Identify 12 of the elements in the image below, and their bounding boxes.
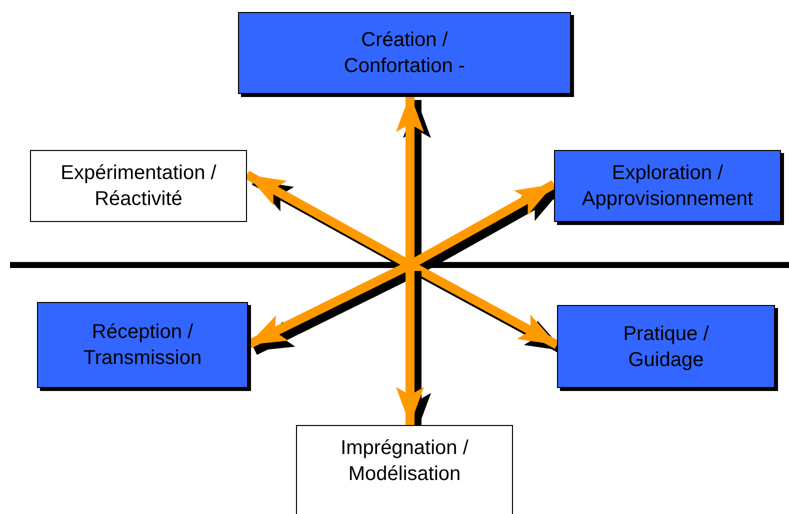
text-box	[238, 12, 571, 94]
box-label: Pratique / Guidage	[622, 322, 710, 372]
box-label: Exploration / Approvisionnement	[580, 161, 754, 212]
text-box	[296, 425, 513, 514]
text-box	[554, 150, 781, 222]
box-label: Imprégnation / Modélisation	[340, 436, 470, 487]
text-box	[557, 305, 775, 388]
box-label: Expérimentation / Réactivité	[60, 161, 218, 212]
text-box	[30, 150, 247, 222]
box-label: Réception / Transmission	[82, 320, 203, 371]
box-label: Création / Confortation -	[342, 28, 466, 79]
text-box	[37, 302, 248, 388]
